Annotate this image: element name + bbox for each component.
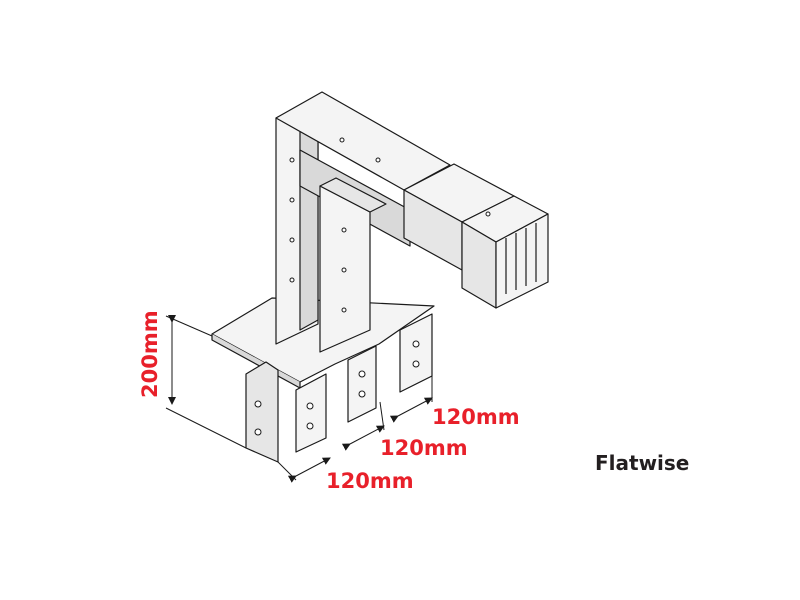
depth-extension-left — [277, 461, 297, 481]
depth-dimension-label-middle: 120mm — [380, 436, 468, 460]
height-extension-bottom — [165, 407, 247, 449]
dimension-lines — [165, 315, 433, 483]
busbar-fins — [505, 223, 537, 294]
foot-left-front — [245, 361, 279, 463]
top-run-face — [275, 91, 451, 191]
depth-extension-center — [379, 401, 385, 431]
depth-dimension-line-lower — [287, 457, 331, 483]
foot-left-back — [295, 373, 327, 453]
depth-dimension-label-upper: 120mm — [432, 405, 520, 429]
busway-end-face — [495, 213, 549, 309]
foot-center — [347, 345, 377, 423]
height-extension-top — [165, 315, 213, 337]
orientation-caption: Flatwise — [595, 451, 690, 475]
depth-dimension-line-upper — [389, 397, 433, 423]
inner-column-top — [319, 177, 387, 213]
fixing-holes — [254, 137, 491, 436]
depth-dimension-label-lower: 120mm — [326, 469, 414, 493]
height-dimension-label: 200mm — [138, 310, 162, 398]
depth-dimension-line-middle — [341, 425, 385, 451]
